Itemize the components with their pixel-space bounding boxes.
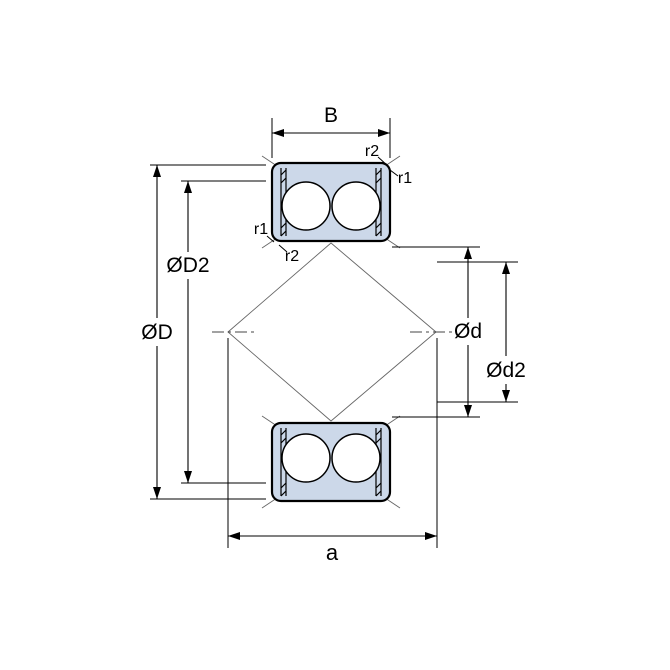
label-d-bore: Ød bbox=[454, 320, 482, 343]
label-r2-outer: r2 bbox=[365, 143, 379, 160]
corner-radius-callouts-outer: r2 r1 bbox=[365, 143, 412, 187]
label-width-b: B bbox=[324, 104, 338, 127]
dimension-b-extension-lines bbox=[271, 118, 391, 158]
label-d2-inner: Ød2 bbox=[486, 359, 526, 382]
dimension-d-outer: ØD bbox=[141, 164, 266, 500]
dimension-d2-outer-extension-lines bbox=[181, 180, 266, 484]
label-d-outer: ØD bbox=[141, 321, 173, 344]
top-bearing-section bbox=[270, 161, 392, 243]
r1-inner-leader bbox=[266, 235, 275, 243]
top-left-ball bbox=[281, 181, 331, 231]
dimension-b: B bbox=[271, 104, 391, 158]
bottom-bearing-section bbox=[270, 421, 392, 503]
bottom-right-ball bbox=[331, 433, 381, 483]
dimension-d2-inner: Ød2 bbox=[437, 261, 526, 403]
load-center-diamond bbox=[227, 242, 437, 422]
dimension-d-bore: Ød bbox=[392, 246, 482, 418]
r2-outer-leader bbox=[377, 156, 389, 167]
dimension-d-outer-extension-lines bbox=[150, 164, 266, 500]
dimension-a-extension-lines bbox=[227, 338, 438, 548]
bottom-left-ball bbox=[281, 433, 331, 483]
label-r1-outer: r1 bbox=[398, 170, 412, 187]
r1-outer-leader bbox=[389, 169, 399, 177]
top-right-ball bbox=[331, 181, 381, 231]
dimension-a: a bbox=[227, 338, 438, 565]
label-d2-outer: ØD2 bbox=[166, 254, 209, 277]
label-r2-inner: r2 bbox=[285, 248, 299, 265]
label-r1-inner: r1 bbox=[254, 221, 268, 238]
corner-radius-callouts-inner: r1 r2 bbox=[254, 221, 299, 265]
dimension-d2-outer: ØD2 bbox=[166, 180, 266, 484]
r2-inner-leader bbox=[278, 244, 288, 253]
label-a: a bbox=[326, 540, 339, 565]
